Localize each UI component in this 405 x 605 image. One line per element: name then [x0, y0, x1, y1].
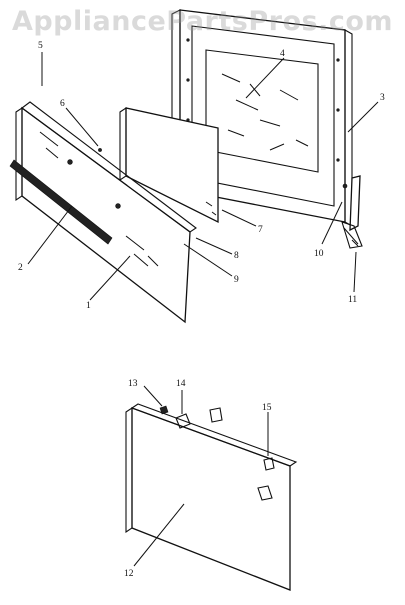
callout-8: 8 — [234, 251, 239, 261]
watermark: AppliancePartsPros.com — [11, 6, 394, 37]
callout-2: 2 — [18, 263, 23, 273]
callout-1: 1 — [86, 301, 91, 311]
leader-lines — [27, 52, 379, 567]
callout-13: 13 — [128, 379, 138, 389]
hinge-part — [341, 175, 363, 249]
inner-glass-part — [119, 106, 219, 224]
callout-11: 11 — [348, 295, 357, 305]
callout-6: 6 — [60, 99, 65, 109]
callout-7: 7 — [258, 225, 263, 235]
callout-3: 3 — [380, 93, 385, 103]
callout-15: 15 — [262, 403, 272, 413]
drawer-panel-part — [125, 403, 298, 591]
callout-9: 9 — [234, 275, 239, 285]
callout-12: 12 — [124, 569, 134, 579]
callout-labels: 1 2 3 4 5 6 7 8 9 10 11 12 13 14 15 — [18, 41, 385, 579]
drawer-clips — [159, 405, 275, 501]
callout-10: 10 — [314, 249, 324, 259]
door-handle-part — [9, 159, 113, 245]
callout-5: 5 — [38, 41, 43, 51]
callout-4: 4 — [280, 49, 285, 59]
callout-14: 14 — [176, 379, 186, 389]
